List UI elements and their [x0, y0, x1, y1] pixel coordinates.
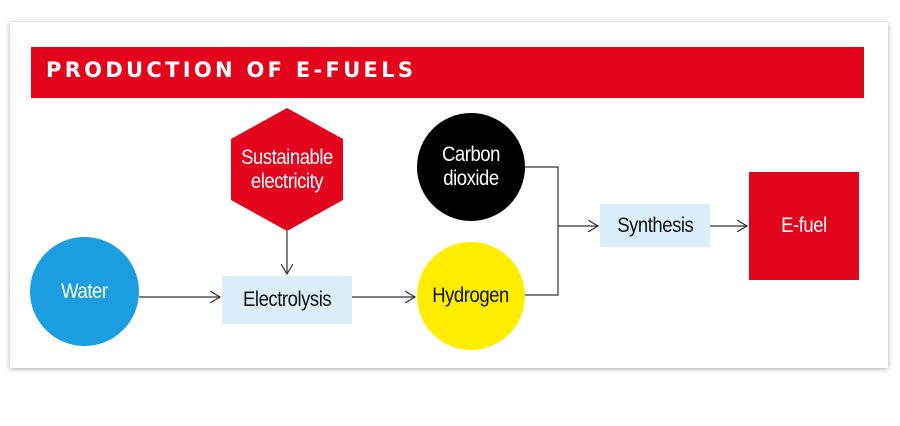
- line-hydrogen-synthesis: [525, 226, 559, 296]
- node-sustainable-electricity-label: Sustainable electricity: [241, 145, 333, 193]
- cropped-text-strip: [0, 0, 900, 22]
- node-electrolysis-label: Electrolysis: [242, 288, 332, 311]
- node-electrolysis: Electrolysis: [222, 276, 352, 324]
- node-efuel: E-fuel: [749, 172, 859, 280]
- node-synthesis-label: Synthesis: [616, 213, 694, 237]
- diagram-title: PRODUCTION OF E-FUELS: [46, 58, 417, 82]
- node-hydrogen-label: Hydrogen: [432, 284, 510, 307]
- node-water-label: Water: [61, 279, 108, 303]
- line-carbon-synthesis: [525, 166, 559, 226]
- node-efuel-label: E-fuel: [781, 214, 827, 237]
- node-water: Water: [30, 237, 139, 346]
- node-hydrogen: Hydrogen: [417, 242, 525, 350]
- node-synthesis: Synthesis: [600, 204, 710, 247]
- title-banner: [31, 47, 864, 98]
- node-carbon-dioxide: Carbon dioxide: [417, 113, 525, 221]
- node-carbon-dioxide-label: Carbon dioxide: [442, 143, 500, 190]
- hexagon-shape: [231, 108, 343, 231]
- node-sustainable-electricity: Sustainable electricity: [231, 108, 343, 231]
